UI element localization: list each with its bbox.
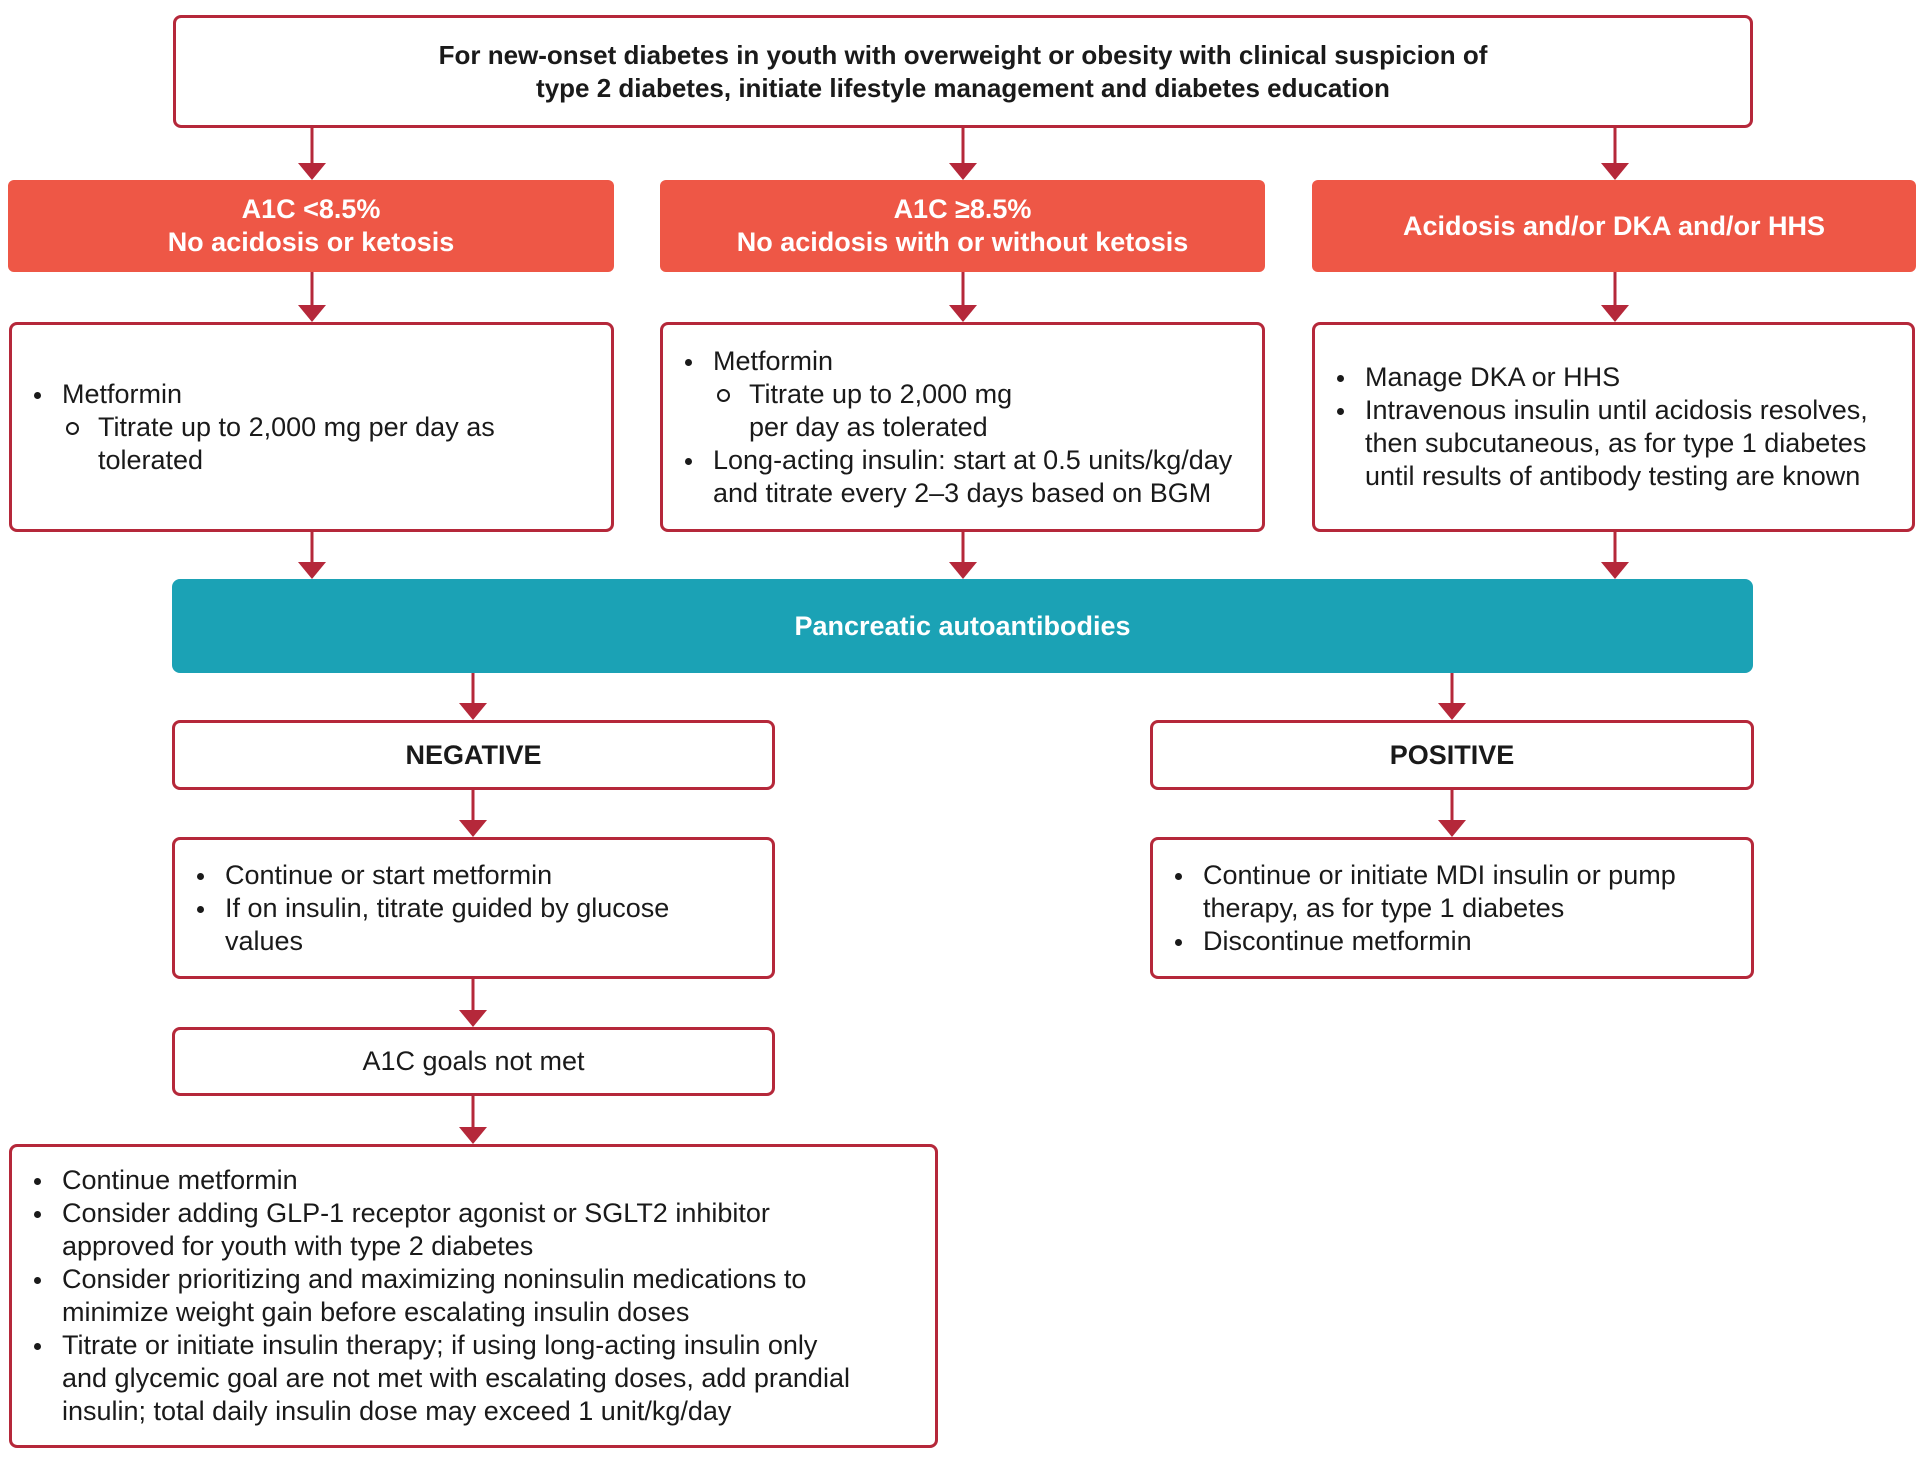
list-item: Metformin Titrate up to 2,000 mg per day…: [28, 378, 495, 477]
intro-line-1: For new-onset diabetes in youth with ove…: [438, 39, 1488, 70]
a1c-goals-not-met-box: A1C goals not met: [172, 1027, 775, 1096]
list-item: Titrate or initiate insulin therapy; if …: [28, 1329, 850, 1428]
sub-list-item: Titrate up to 2,000 mg per day as tolera…: [713, 378, 1232, 444]
list-item: Continue or initiate MDI insulin or pump…: [1169, 859, 1676, 925]
header-a1c-above-8-5: A1C ≥8.5% No acidosis with or without ke…: [660, 180, 1265, 272]
treatment-box-1: Metformin Titrate up to 2,000 mg per day…: [9, 322, 614, 532]
a1c-goals-label: A1C goals not met: [362, 1046, 585, 1076]
negative-box: NEGATIVE: [172, 720, 775, 790]
list-item: Long-acting insulin: start at 0.5 units/…: [679, 444, 1232, 510]
list-item: Consider adding GLP-1 receptor agonist o…: [28, 1197, 850, 1263]
positive-treatment-box: Continue or initiate MDI insulin or pump…: [1150, 837, 1754, 979]
treatment-box-2: Metformin Titrate up to 2,000 mg per day…: [660, 322, 1265, 532]
header-a1c-below-8-5: A1C <8.5% No acidosis or ketosis: [8, 180, 614, 272]
header-2-line-1: A1C ≥8.5%: [893, 194, 1032, 224]
header-1-line-2: No acidosis or ketosis: [167, 227, 455, 257]
list-item: Consider prioritizing and maximizing non…: [28, 1263, 850, 1329]
intro-box: For new-onset diabetes in youth with ove…: [173, 15, 1753, 128]
treatment-box-3: Manage DKA or HHS Intravenous insulin un…: [1312, 322, 1915, 532]
list-item: Intravenous insulin until acidosis resol…: [1331, 394, 1868, 493]
header-3-line-1: Acidosis and/or DKA and/or HHS: [1402, 210, 1826, 241]
positive-box: POSITIVE: [1150, 720, 1754, 790]
header-acidosis: Acidosis and/or DKA and/or HHS: [1312, 180, 1916, 272]
list-item: Continue or start metformin: [191, 859, 669, 892]
list-item: Metformin Titrate up to 2,000 mg per day…: [679, 345, 1232, 444]
sub-list-item: Titrate up to 2,000 mg per day as tolera…: [62, 411, 495, 477]
list-item: If on insulin, titrate guided by glucose…: [191, 892, 669, 958]
list-item: Continue metformin: [28, 1164, 850, 1197]
escalation-box: Continue metformin Consider adding GLP-1…: [9, 1144, 938, 1448]
header-1-line-1: A1C <8.5%: [241, 194, 381, 224]
positive-label: POSITIVE: [1389, 739, 1515, 770]
autoantibodies-label: Pancreatic autoantibodies: [794, 610, 1131, 641]
list-item: Discontinue metformin: [1169, 925, 1676, 958]
pancreatic-autoantibodies-bar: Pancreatic autoantibodies: [172, 579, 1753, 673]
header-2-line-2: No acidosis with or without ketosis: [736, 227, 1189, 257]
negative-label: NEGATIVE: [405, 739, 542, 770]
intro-line-2: type 2 diabetes, initiate lifestyle mana…: [536, 72, 1390, 103]
list-item: Manage DKA or HHS: [1331, 361, 1868, 394]
negative-treatment-box: Continue or start metformin If on insuli…: [172, 837, 775, 979]
